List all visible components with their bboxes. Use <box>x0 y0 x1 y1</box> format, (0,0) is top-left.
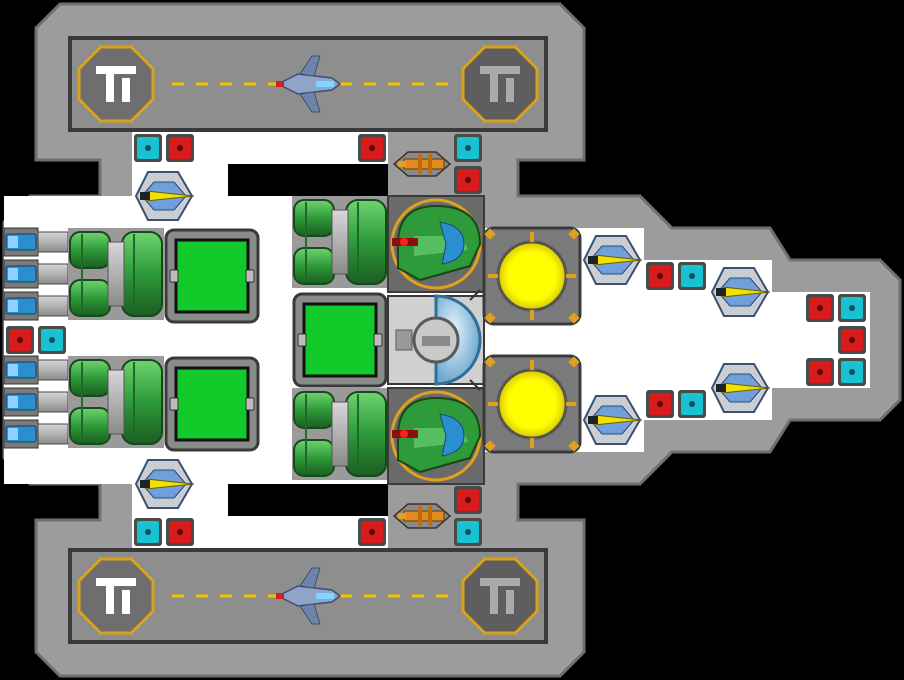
system-tiles <box>6 134 866 546</box>
orange-gun-icon[interactable] <box>392 151 452 177</box>
engine-thruster-icon[interactable] <box>3 355 69 385</box>
void-bottom <box>228 484 388 516</box>
red-tile-icon[interactable] <box>838 326 866 354</box>
turret-icon[interactable] <box>134 459 195 509</box>
cyan-tile-icon[interactable] <box>678 390 706 418</box>
cyan-tile-icon[interactable] <box>134 134 162 162</box>
turret-icon[interactable] <box>582 395 643 445</box>
hangar-bay[interactable] <box>68 548 548 644</box>
red-tile-icon[interactable] <box>358 518 386 546</box>
reactors <box>482 226 582 454</box>
green-screen-icon[interactable] <box>292 292 388 388</box>
engine-bank <box>3 227 69 449</box>
dome-module[interactable] <box>387 289 485 391</box>
engine-thruster-icon[interactable] <box>3 419 69 449</box>
fuel-tanks <box>68 196 388 480</box>
cyan-tile-icon[interactable] <box>134 518 162 546</box>
green-screen-icon[interactable] <box>164 228 260 324</box>
red-tile-icon[interactable] <box>454 166 482 194</box>
cyan-tile-icon[interactable] <box>38 326 66 354</box>
engine-thruster-icon[interactable] <box>3 227 69 257</box>
green-screen-icon[interactable] <box>164 356 260 452</box>
reactor-icon[interactable] <box>482 226 582 326</box>
landing-pad-icon[interactable] <box>77 45 155 123</box>
cyan-tile-icon[interactable] <box>454 134 482 162</box>
orange-guns <box>392 151 452 529</box>
cyan-tile-icon[interactable] <box>678 262 706 290</box>
engine-thruster-icon[interactable] <box>3 259 69 289</box>
tank-icon[interactable] <box>292 388 388 480</box>
landing-pad-icon[interactable] <box>77 557 155 635</box>
red-tile-icon[interactable] <box>646 262 674 290</box>
cyan-tile-icon[interactable] <box>454 518 482 546</box>
turret-icon[interactable] <box>710 267 771 317</box>
turret-icon[interactable] <box>710 363 771 413</box>
red-tile-icon[interactable] <box>166 134 194 162</box>
engine-thruster-icon[interactable] <box>3 291 69 321</box>
tank-icon[interactable] <box>292 196 388 288</box>
red-tile-icon[interactable] <box>454 486 482 514</box>
turrets <box>134 171 771 509</box>
orange-gun-icon[interactable] <box>392 503 452 529</box>
landing-pad-icon[interactable] <box>461 45 539 123</box>
cyan-tile-icon[interactable] <box>838 294 866 322</box>
engine-thruster-icon[interactable] <box>3 387 69 417</box>
fighter-ship-icon[interactable] <box>276 567 342 625</box>
green-screens <box>164 228 388 452</box>
cockpit-module[interactable] <box>387 387 485 485</box>
fighter-ship-icon[interactable] <box>276 55 342 113</box>
red-tile-icon[interactable] <box>806 294 834 322</box>
red-tile-icon[interactable] <box>806 358 834 386</box>
red-tile-icon[interactable] <box>166 518 194 546</box>
cockpit-module[interactable] <box>387 195 485 293</box>
turret-icon[interactable] <box>134 171 195 221</box>
tank-icon[interactable] <box>68 356 164 448</box>
turret-icon[interactable] <box>582 235 643 285</box>
void-top <box>228 164 388 196</box>
red-tile-icon[interactable] <box>6 326 34 354</box>
red-tile-icon[interactable] <box>646 390 674 418</box>
cyan-tile-icon[interactable] <box>838 358 866 386</box>
reactor-icon[interactable] <box>482 354 582 454</box>
hangar-bay[interactable] <box>68 36 548 132</box>
red-tile-icon[interactable] <box>358 134 386 162</box>
hangar-bays <box>68 36 548 644</box>
landing-pad-icon[interactable] <box>461 557 539 635</box>
tank-icon[interactable] <box>68 228 164 320</box>
